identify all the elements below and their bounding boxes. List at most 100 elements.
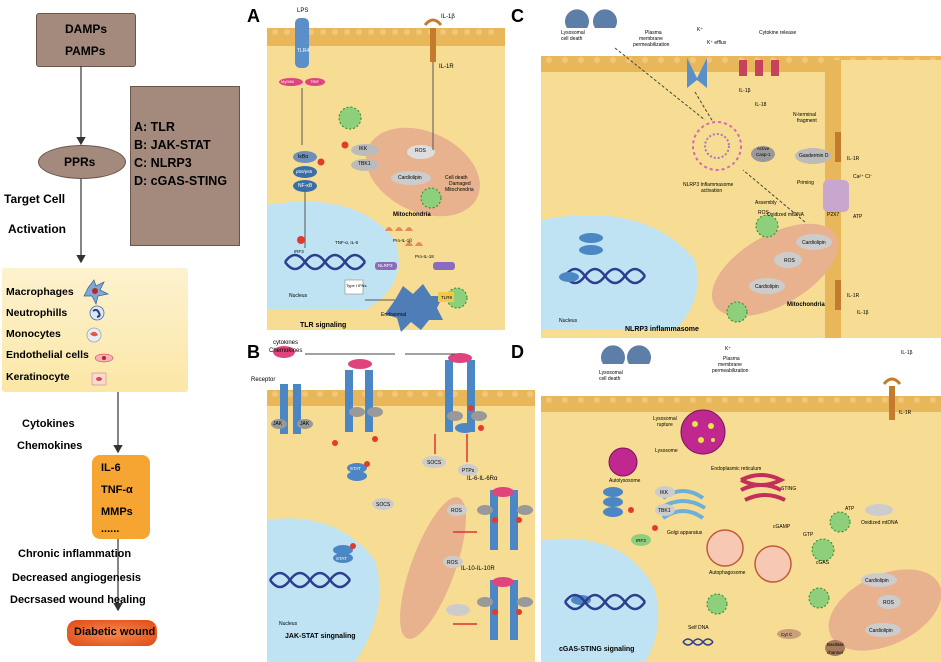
d-lysosomal: Lysosomal xyxy=(599,370,623,376)
d-k-plus: K⁺ xyxy=(725,346,731,352)
flow-arrows xyxy=(76,66,123,612)
d-plasma2: membrane xyxy=(718,362,742,368)
a-pro-il18: Pro-IL-18 xyxy=(415,254,434,259)
factor-ellipsis: ...... xyxy=(101,523,120,535)
autophagosome-icon xyxy=(706,529,744,567)
d-ros: ROS xyxy=(883,600,894,606)
a-mitochondria-title: Mitochondria xyxy=(393,212,431,218)
a-tlr4: TLR4 xyxy=(297,48,310,54)
diabetic-wound-box: Diabetic wound xyxy=(67,620,157,646)
d-caption: cGAS-STING signaling xyxy=(559,646,635,653)
b-cytokines: cytokines xyxy=(273,340,299,346)
d-rupture1: Lysosomal xyxy=(653,416,677,422)
d-lysosome: Lysosome xyxy=(655,448,678,454)
panel-c-letter: C xyxy=(511,6,524,26)
cell-neutrophils: Neutrophills xyxy=(6,307,68,319)
b-ros1: ROS xyxy=(451,508,462,514)
b-il6r: IL-6-IL-6Rα xyxy=(467,476,498,482)
a-ikba: IκBα xyxy=(298,154,309,160)
a-myd88: MyD88 xyxy=(281,79,294,84)
a-p50p65: p50/p65 xyxy=(296,169,313,174)
c-casp1: Casp-1 xyxy=(756,152,771,157)
a-ikk: IKK xyxy=(359,146,368,152)
a-endosomal: Endosomal xyxy=(381,312,407,318)
legend-item-cgas-sting: D: cGAS-STING xyxy=(134,174,228,188)
c-priming: Priming xyxy=(797,180,814,186)
pathway-legend-box: A: TLR B: JAK-STAT C: NLRP3 D: cGAS-STIN… xyxy=(130,86,240,246)
c-ros2: ROS xyxy=(784,258,795,264)
d-er: Endoplasmic reticulum xyxy=(711,466,762,472)
b-il10r: IL-10-IL-10R xyxy=(461,566,495,572)
a-type-ifns: Type I IFNs xyxy=(346,283,367,288)
chemokines-label: Chemokines xyxy=(17,440,83,452)
a-irf3: IRF3 xyxy=(294,249,304,254)
a-cardiolipin: Cardiolipin xyxy=(398,175,422,181)
outcome-angiogenesis: Decreased angiogenesis xyxy=(12,572,142,584)
c-plasma1: Plasma xyxy=(645,30,662,36)
d-golgi: Golgi apparatus xyxy=(667,530,703,536)
outcome-healing: Decrsased wound healing xyxy=(10,594,146,606)
factor-tnf: TNF-α xyxy=(101,484,133,496)
pprs-ellipse: PPRs xyxy=(38,145,126,179)
c-fragment: fragment xyxy=(797,118,817,124)
damps-pamps-box: DAMPs PAMPs xyxy=(36,13,136,67)
b-ros2: ROS xyxy=(447,560,458,566)
b-nucleus: Nucleus xyxy=(279,621,298,627)
b-stat2: STAT xyxy=(336,556,347,561)
a-lps: LPS xyxy=(297,8,309,14)
cell-macrophages: Macrophages xyxy=(6,286,74,298)
d-cardiolipin: Cardiolipin xyxy=(865,578,889,584)
panel-b-art xyxy=(267,346,535,662)
b-socs2: SOCS xyxy=(376,502,391,508)
d-il1r: IL-1R xyxy=(899,410,912,416)
c-inflammasome1: NLRP3 Inflammasome xyxy=(683,182,734,188)
cell-keratinocyte: Keratinocyte xyxy=(6,371,70,383)
d-cgas: cGAS xyxy=(816,560,830,566)
a-il1r: IL-1R xyxy=(439,64,454,70)
a-nucleus: Nucleus xyxy=(289,293,308,299)
b-socs1: SOCS xyxy=(427,460,442,466)
panel-a-art xyxy=(267,18,505,332)
a-nfkb: NF-κB xyxy=(298,183,313,189)
c-atp: ATP xyxy=(853,214,863,220)
d-gtp: GTP xyxy=(803,532,814,538)
b-ptps: PTPs xyxy=(462,468,475,474)
d-plasma3: permeabilization xyxy=(712,368,749,374)
c-mitochondria: Mitochondria xyxy=(787,302,825,308)
d-tbk1: TBK1 xyxy=(658,508,671,514)
c-k-efflux: K⁺ efflux xyxy=(707,40,727,46)
d-ikk: IKK xyxy=(660,490,669,496)
c-il1r-bottom: IL-1R xyxy=(847,293,860,299)
factors-box: IL-6 TNF-α MMPs ...... xyxy=(92,455,150,539)
c-il1r-top: IL-1R xyxy=(847,156,860,162)
d-irf3: IRF3 xyxy=(636,538,646,543)
d-autophagosome: Autophagosome xyxy=(709,570,746,576)
left-flow: DAMPs PAMPs PPRs Target Cell Activation … xyxy=(0,0,245,662)
a-pro-il1b: Pro-IL-1β xyxy=(393,238,412,243)
c-inflammasome2: activation xyxy=(701,188,723,194)
d-plasma1: Plasma xyxy=(723,356,740,362)
c-ros: ROS xyxy=(758,210,769,216)
c-il1b: IL-1β xyxy=(739,88,751,94)
mitochondria-b xyxy=(400,497,466,639)
b-caption: JAK-STAT singnaling xyxy=(285,633,356,640)
factor-il6: IL-6 xyxy=(101,462,121,474)
a-tnf-il6: TNF-α, IL-6 xyxy=(335,240,359,245)
panel-b-jak-stat: B xyxy=(245,340,535,662)
a-cell-death: Cell death xyxy=(445,175,468,181)
diabetic-wound-label: Diabetic wound xyxy=(74,626,156,638)
cell-type-icons xyxy=(83,279,114,386)
a-tbk1: TBK1 xyxy=(358,161,371,167)
outcome-chronic: Chronic inflammation xyxy=(18,548,132,560)
d-sting: STING xyxy=(781,486,797,492)
c-cardiolipin2: Cardiolipin xyxy=(755,284,779,290)
a-tlr9: TLR9 xyxy=(441,295,453,300)
nlrp3-inflammasome-icon xyxy=(692,121,742,171)
panel-c-nlrp3: C xyxy=(505,0,941,338)
c-oxidized: Oxidized mtDNA xyxy=(767,212,804,218)
panel-b-letter: B xyxy=(247,342,260,362)
c-ca-cl: Ca²⁺ Cl⁻ xyxy=(853,174,873,180)
c-k-plus: K⁺ xyxy=(697,27,703,33)
c-lysosomal: Lysosomal xyxy=(561,30,585,36)
b-receptor: Receptor xyxy=(251,377,276,383)
